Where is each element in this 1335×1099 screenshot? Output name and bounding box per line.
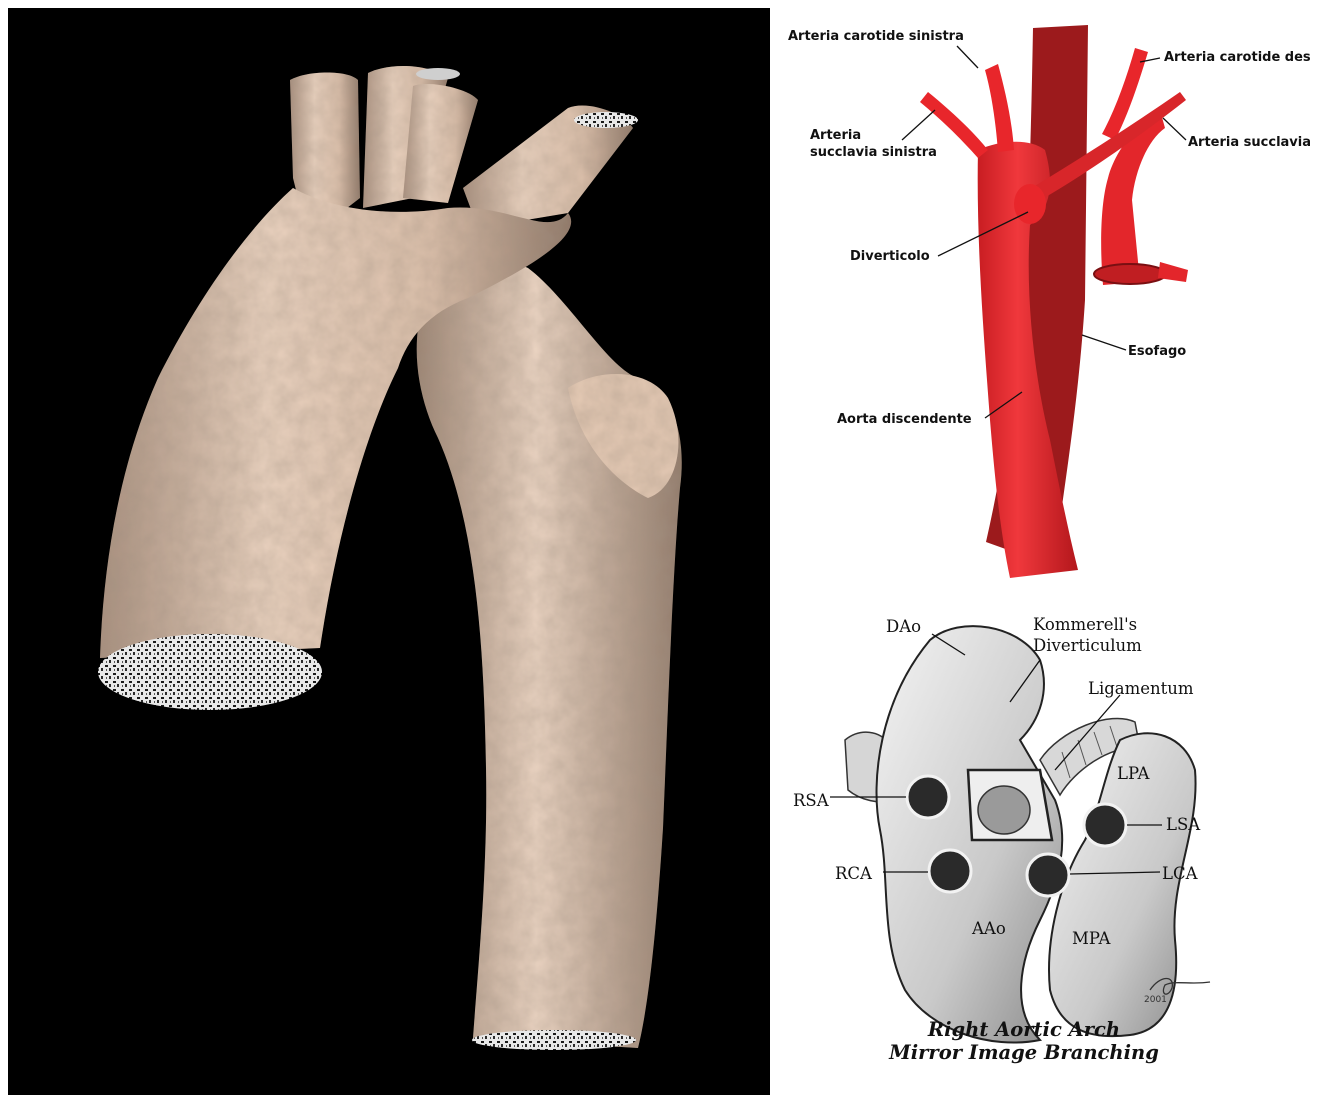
arch-cut-surface	[98, 634, 322, 710]
caption-line-2: Mirror Image Branching	[888, 1041, 1159, 1064]
left-carotid-branch	[985, 64, 1014, 152]
label-lpa: LPA	[1117, 764, 1151, 783]
branch-cut-surface	[574, 112, 638, 128]
label-rca: RCA	[835, 864, 873, 883]
diagram-panel: Arteria carotide sinistra Arteria caroti…	[770, 0, 1335, 1095]
label-right-carotid: Arteria carotide des	[1164, 50, 1311, 65]
top-diagram: Arteria carotide sinistra Arteria caroti…	[788, 25, 1311, 578]
lca-ostium	[1027, 854, 1069, 896]
label-mpa: MPA	[1072, 929, 1111, 948]
label-esophagus: Esofago	[1128, 344, 1186, 359]
label-left-subclavian-1: Arteria	[810, 128, 861, 143]
label-diverticulum: Diverticolo	[850, 249, 930, 264]
diverticulum-bulge	[1014, 184, 1046, 224]
descending-cut-surface	[472, 1030, 636, 1050]
label-descending-aorta: Aorta discendente	[837, 412, 972, 427]
diagrams-svg: Arteria carotide sinistra Arteria caroti…	[770, 0, 1335, 1095]
right-aortic-cut	[1094, 264, 1166, 284]
kommerell-lumen	[978, 786, 1030, 834]
rsa-ostium	[907, 776, 949, 818]
label-dao: DAo	[886, 617, 921, 636]
label-kommerell-2: Diverticulum	[1033, 636, 1142, 655]
aorta-3d-render	[8, 8, 770, 1095]
label-right-subclavian: Arteria succlavia	[1188, 135, 1311, 150]
label-ligamentum: Ligamentum	[1088, 679, 1194, 698]
caption-line-1: Right Aortic Arch	[927, 1018, 1120, 1041]
label-kommerell-1: Kommerell's	[1033, 615, 1137, 634]
label-lca: LCA	[1162, 864, 1199, 883]
bottom-diagram: DAo Kommerell's Diverticulum Ligamentum …	[793, 615, 1210, 1064]
label-lsa: LSA	[1166, 815, 1201, 834]
rca-ostium	[929, 850, 971, 892]
signature-year: 2001	[1144, 995, 1167, 1005]
label-left-subclavian-2: succlavia sinistra	[810, 145, 937, 160]
lsa-ostium	[1084, 804, 1126, 846]
ct-3d-render-panel	[8, 8, 770, 1095]
label-left-carotid: Arteria carotide sinistra	[788, 29, 964, 44]
label-aao: AAo	[971, 919, 1006, 938]
branch-cut-surface-2	[416, 68, 460, 80]
label-rsa: RSA	[793, 791, 830, 810]
